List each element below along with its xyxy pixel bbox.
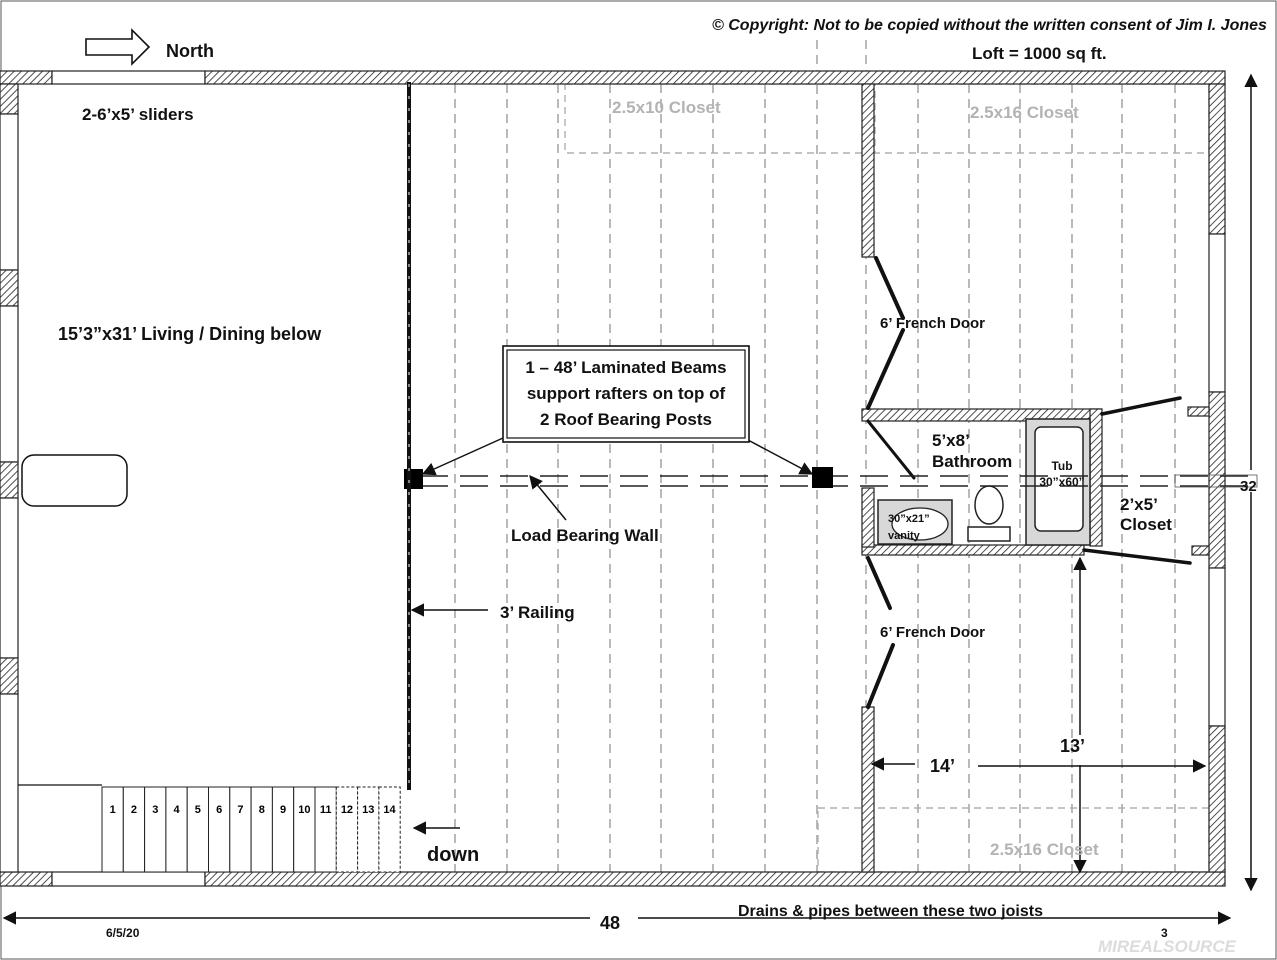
watermark: MIREALSOURCE xyxy=(1098,937,1237,956)
load-bearing-beam xyxy=(404,467,1258,489)
stair-number: 13 xyxy=(362,804,374,816)
stair-tread xyxy=(144,786,167,873)
french-door-bottom-label: 6’ French Door xyxy=(880,624,985,641)
stair-number: 6 xyxy=(216,804,222,816)
stair-number: 8 xyxy=(259,804,265,816)
stair-number: 3 xyxy=(152,804,158,816)
bathroom-fixtures xyxy=(877,418,1091,546)
closet-top-right-label: 2.5x16 Closet xyxy=(970,103,1079,122)
dimension-13: 13’ xyxy=(1060,736,1085,756)
railing-label: 3’ Railing xyxy=(500,603,575,622)
living-label: 15’3”x31’ Living / Dining below xyxy=(58,324,322,344)
stair-number: 10 xyxy=(298,804,310,816)
exterior-walls xyxy=(0,70,1226,887)
north-label: North xyxy=(166,41,214,61)
vanity-sink xyxy=(891,507,949,541)
copyright-notice: © Copyright: Not to be copied without th… xyxy=(712,17,1267,34)
stair-tread xyxy=(335,786,359,873)
bathroom-size: 5’x8’ xyxy=(932,431,970,450)
tub-size: 30”x60” xyxy=(1039,475,1084,489)
drains-note: Drains & pipes between these two joists xyxy=(738,903,1043,920)
beam-note-line2: support rafters on top of xyxy=(527,384,726,403)
closet-small-name: Closet xyxy=(1120,515,1172,534)
stair-number: 2 xyxy=(131,804,137,816)
beam-leader-right xyxy=(747,439,814,475)
vanity-size: 30”x21” xyxy=(888,513,930,525)
loft-area: Loft = 1000 sq ft. xyxy=(972,44,1107,63)
french-door-top-label: 6’ French Door xyxy=(880,315,985,332)
bathroom-name: Bathroom xyxy=(932,452,1012,471)
stair-tread xyxy=(314,786,337,873)
toilet-bowl xyxy=(974,485,1004,525)
stair-tread xyxy=(271,786,295,873)
dimension-side: 32 xyxy=(1240,478,1257,495)
stair-number: 11 xyxy=(320,804,332,816)
footer-page: 3 xyxy=(1161,926,1168,940)
closet-top-left-label: 2.5x10 Closet xyxy=(612,98,721,117)
stair-tread xyxy=(101,786,124,873)
french-doors xyxy=(866,256,1192,709)
stair-tread xyxy=(250,786,273,873)
stair-number: 9 xyxy=(280,804,286,816)
roof-bearing-post-left xyxy=(404,469,423,489)
stair-number: 4 xyxy=(173,804,180,816)
closet-bottom-right-label: 2.5x16 Closet xyxy=(990,840,1099,859)
interior-walls xyxy=(861,83,1210,873)
north-arrow-icon xyxy=(85,28,151,66)
stair-tread xyxy=(378,786,401,873)
footer-date: 6/5/20 xyxy=(106,926,140,940)
closet-small-size: 2’x5’ xyxy=(1120,495,1158,514)
stair-tread xyxy=(122,786,146,873)
beam-note-box-outer xyxy=(502,345,750,443)
beam-note-box-inner xyxy=(506,349,746,439)
down-label: down xyxy=(427,844,479,866)
closet-top-right-outline xyxy=(874,83,1210,154)
tub-label: Tub xyxy=(1051,459,1072,473)
stair-tread xyxy=(208,786,231,873)
load-wall-leader xyxy=(529,474,567,521)
stair-number: 1 xyxy=(110,804,116,816)
beam-note-line1: 1 – 48’ Laminated Beams xyxy=(525,358,726,377)
beam-leader-left xyxy=(421,437,504,476)
sliders-label: 2-6’x5’ sliders xyxy=(82,105,194,124)
dimension-14: 14’ xyxy=(930,756,955,776)
stair-number: 14 xyxy=(383,804,396,816)
stair-tread xyxy=(229,786,252,873)
tub xyxy=(1034,426,1084,532)
stair-tread xyxy=(186,786,209,873)
stair-tread xyxy=(165,786,188,873)
dimension-48: 48 xyxy=(600,913,620,933)
stair-number: 12 xyxy=(341,804,353,816)
stair-tread xyxy=(357,786,380,873)
skylight xyxy=(21,454,128,507)
load-bearing-wall-label: Load Bearing Wall xyxy=(511,526,659,545)
toilet-tank xyxy=(967,526,1011,542)
beam-note-line3: 2 Roof Bearing Posts xyxy=(540,410,712,429)
roof-bearing-post-right xyxy=(812,467,833,488)
stair-number: 5 xyxy=(195,804,201,816)
vanity-label: vanity xyxy=(888,530,921,542)
stair-number: 7 xyxy=(237,804,243,816)
stair-tread xyxy=(293,786,316,873)
